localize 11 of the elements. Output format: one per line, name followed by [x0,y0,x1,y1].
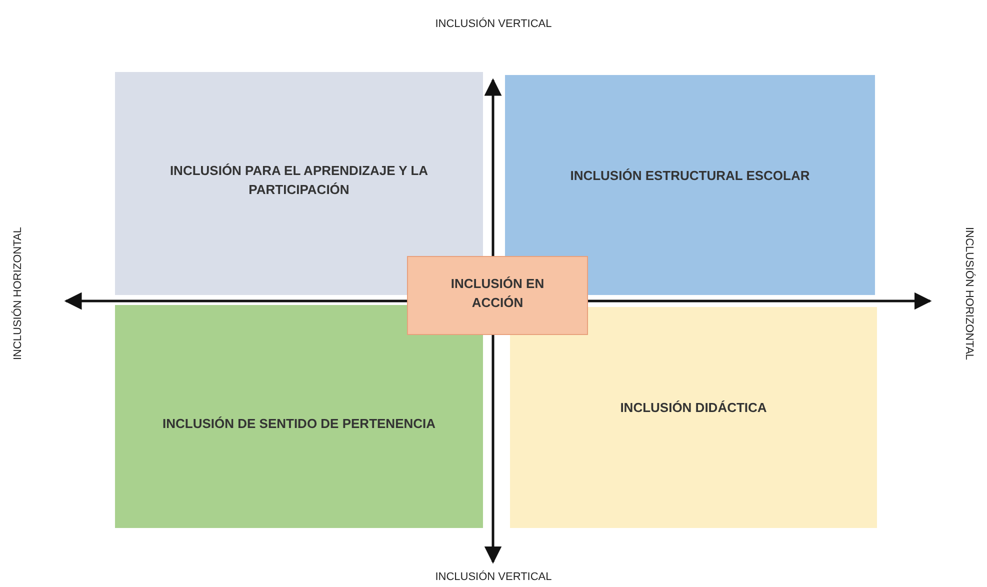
quadrant-title: INCLUSIÓN ESTRUCTURAL ESCOLAR [570,167,810,185]
center-box [407,256,588,335]
quadrant-title: INCLUSIÓN PARA EL APRENDIZAJE Y LA PARTICIPACIÓN [168,162,430,199]
axis-label: INCLUSIÓN VERTICAL [435,18,552,30]
axis-label: INCLUSIÓN VERTICAL [435,571,552,583]
quadrant-box [510,307,877,528]
quadrant-title: INCLUSIÓN EN ACCIÓN [450,275,546,312]
axis-label: INCLUSIÓN HORIZONTAL [12,226,24,360]
quadrant-title: INCLUSIÓN DIDÁCTICA [620,399,767,417]
axis-label: INCLUSIÓN HORIZONTAL [963,226,975,360]
quadrant-title: INCLUSIÓN DE SENTIDO DE PERTENENCIA [162,415,436,433]
